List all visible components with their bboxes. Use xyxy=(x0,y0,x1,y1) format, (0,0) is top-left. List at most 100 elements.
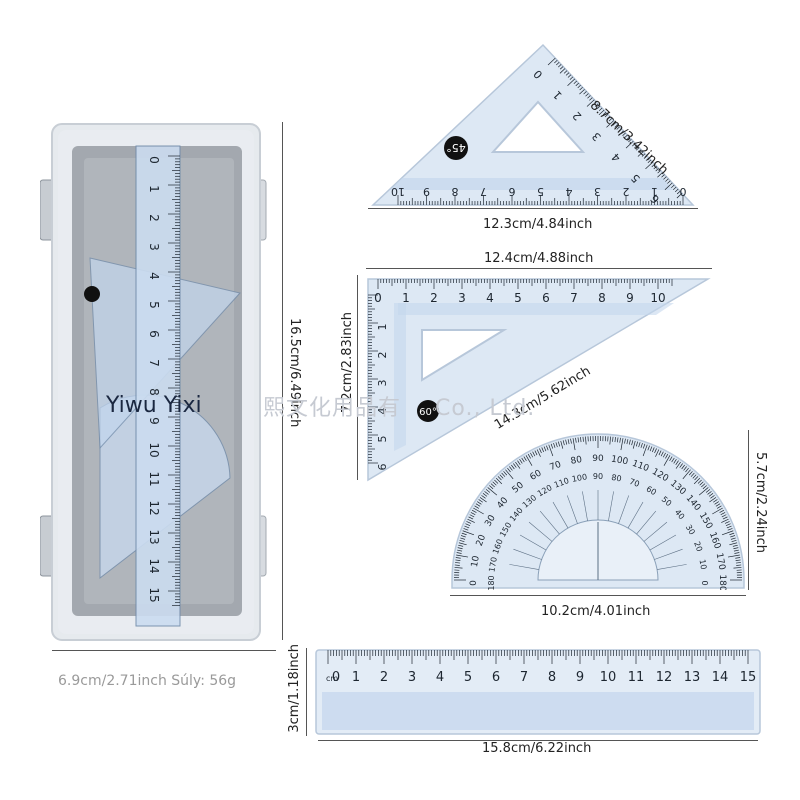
ruler-length-guide xyxy=(318,740,758,741)
case-ruler-number: 2 xyxy=(147,214,161,222)
tri45-side-tick xyxy=(664,182,673,190)
protractor-tick xyxy=(482,493,488,497)
tri45-side-tick xyxy=(676,190,681,195)
protractor-tick xyxy=(519,459,523,464)
tri60-side-guide xyxy=(357,275,358,480)
protractor-tick xyxy=(612,436,614,442)
protractor-tick xyxy=(499,474,504,479)
tri45-side-tick xyxy=(657,170,661,174)
tri45-side-tick xyxy=(673,186,677,191)
tri45-side-tick xyxy=(608,118,613,122)
tri60-top-number: 6 xyxy=(542,291,550,305)
protractor-tick xyxy=(489,485,494,490)
protractor-inner-number: 30 xyxy=(684,523,697,536)
case-ruler-number: 12 xyxy=(147,500,161,515)
ruler-number: 6 xyxy=(492,670,500,685)
protractor-tick xyxy=(733,549,739,552)
protractor-spoke xyxy=(539,510,560,535)
protractor-tick xyxy=(640,442,643,448)
protractor-tick xyxy=(458,544,464,547)
protractor-spoke xyxy=(636,510,657,535)
tri60-top-number: 0 xyxy=(374,291,382,305)
protractor-tick xyxy=(466,521,472,524)
protractor-tick xyxy=(642,443,646,449)
case-ruler-number: 5 xyxy=(147,301,161,309)
protractor-tick xyxy=(536,449,541,457)
protractor-tick xyxy=(501,472,506,477)
case-ruler-number: 9 xyxy=(147,417,161,425)
ruler-length-label: 15.8cm/6.22inch xyxy=(482,741,592,756)
protractor-tick xyxy=(543,446,547,452)
brand-watermark-right: 熙文化用品有 Co., Ltd. xyxy=(263,390,535,422)
tri45-side-tick xyxy=(573,80,577,84)
protractor-tick xyxy=(730,535,736,538)
protractor-tick xyxy=(632,440,636,449)
tri45-side-tick xyxy=(616,126,620,130)
tri45-side-tick xyxy=(674,188,679,193)
case-height-guide xyxy=(282,122,283,640)
case-ruler-number: 14 xyxy=(147,558,161,573)
tri45-base-number: 1 xyxy=(651,185,658,198)
protractor-tick xyxy=(727,528,733,531)
protractor-tick xyxy=(710,495,715,499)
protractor-tick xyxy=(555,442,558,448)
ruler-number: 2 xyxy=(380,670,388,685)
tri45-side-tick xyxy=(625,141,634,149)
tri45-side-tick xyxy=(565,72,570,76)
protractor-tick xyxy=(511,464,515,470)
tri45-side-tick xyxy=(569,76,574,80)
ruler-number: 11 xyxy=(628,670,645,685)
protractor-tick xyxy=(565,439,568,445)
tri60-top-number: 2 xyxy=(430,291,438,305)
protractor-tick xyxy=(575,437,577,443)
tri45-side-tick xyxy=(626,136,630,141)
tri45-side-tick xyxy=(593,101,597,105)
protractor-tick xyxy=(455,557,461,559)
ruler-number: 4 xyxy=(436,670,444,685)
protractor-width-guide xyxy=(450,595,746,596)
protractor-tick xyxy=(458,542,467,546)
protractor-tick xyxy=(457,547,463,550)
tri45-side-tick xyxy=(651,163,655,168)
protractor-tick xyxy=(649,446,653,452)
protractor-tick xyxy=(530,452,534,458)
case-ruler-ticks xyxy=(168,155,180,606)
protractor-outer-number: 180 xyxy=(717,574,727,590)
protractor-tick xyxy=(716,505,722,509)
case-ruler-number: 1 xyxy=(147,185,161,193)
tri45-base-number: 10 xyxy=(391,185,405,198)
case-ruler-number: 10 xyxy=(147,442,161,457)
protractor-tick xyxy=(481,495,486,499)
protractor-tick xyxy=(729,542,738,546)
brand-watermark-cjk: 熙文化用品有 xyxy=(263,396,402,421)
tri60-top-number: 1 xyxy=(402,291,410,305)
protractor-inner-number: 60 xyxy=(645,484,658,497)
ruler-height-label: 3cm/1.18inch xyxy=(287,644,302,733)
protractor-spoke xyxy=(627,501,644,529)
tri45-side-tick xyxy=(643,155,648,159)
tri45-side-tick xyxy=(671,184,675,188)
protractor-tick xyxy=(517,460,521,465)
protractor-tick xyxy=(693,477,701,485)
tri45-side-tick xyxy=(602,111,607,116)
tri45-side-tick xyxy=(595,103,599,107)
tri45-base-number: 5 xyxy=(537,185,544,198)
protractor-tick xyxy=(662,452,666,458)
tri45-side-tick xyxy=(632,143,636,147)
protractor-spoke xyxy=(643,521,668,542)
protractor-tick xyxy=(701,483,706,488)
protractor-tick xyxy=(726,525,732,529)
ruler-unit-label: cm xyxy=(326,674,338,683)
tri45-base-number: 9 xyxy=(423,185,430,198)
protractor-tick xyxy=(675,460,679,465)
tri60-top-number: 7 xyxy=(570,291,578,305)
case-ruler-number: 6 xyxy=(147,330,161,338)
tri45-side-tick xyxy=(585,93,589,97)
protractor-tick xyxy=(721,518,729,523)
tri45-side-tick xyxy=(645,161,654,170)
tri45-base-label: 12.3cm/4.84inch xyxy=(483,217,593,232)
tri60-side-number: 1 xyxy=(376,324,389,331)
protractor-tick xyxy=(560,440,564,449)
badge-60-circle xyxy=(417,400,439,422)
